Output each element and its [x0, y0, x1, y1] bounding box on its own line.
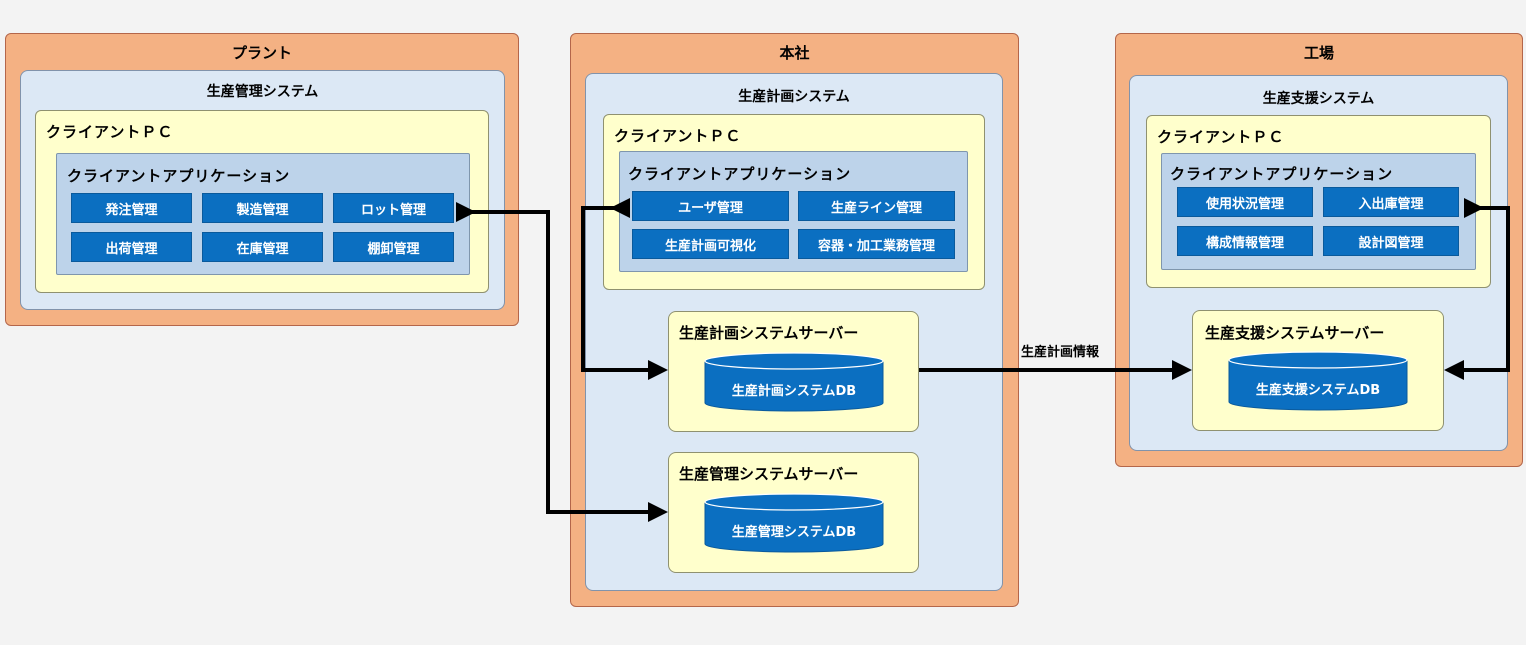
module-container-processing-management[interactable]: 容器・加工業務管理	[798, 229, 955, 259]
planning-system-db-cylinder-icon	[704, 352, 884, 412]
site-factory-title: 工場	[1303, 44, 1334, 62]
support-system-db[interactable]: 生産支援システムDB	[1228, 351, 1408, 411]
support-system-db-cylinder-icon	[1228, 351, 1408, 411]
support-system-server-title: 生産支援システムサーバー	[1205, 324, 1385, 342]
management-system-server-title: 生産管理システムサーバー	[679, 465, 859, 483]
module-configuration-info-management[interactable]: 構成情報管理	[1177, 226, 1313, 256]
hq-client-app-title: クライアントアプリケーション	[628, 165, 852, 183]
module-shipping-management[interactable]: 出荷管理	[71, 232, 192, 262]
module-stocktaking-management[interactable]: 棚卸管理	[333, 232, 454, 262]
module-lot-management[interactable]: ロット管理	[333, 193, 454, 223]
module-user-management[interactable]: ユーザ管理	[632, 191, 789, 221]
module-in-out-warehouse-management[interactable]: 入出庫管理	[1323, 187, 1459, 217]
hq-client-pc-title: クライアントＰＣ	[614, 127, 742, 145]
factory-client-app-title: クライアントアプリケーション	[1170, 165, 1394, 183]
factory-client-pc-title: クライアントＰＣ	[1157, 128, 1285, 146]
management-system-db[interactable]: 生産管理システムDB	[704, 493, 884, 553]
module-manufacturing-management[interactable]: 製造管理	[202, 193, 323, 223]
plant-client-app-title: クライアントアプリケーション	[67, 167, 291, 185]
planning-system-server-title: 生産計画システムサーバー	[679, 324, 859, 342]
site-hq-title: 本社	[779, 44, 810, 62]
system-production-planning-title: 生産計画システム	[738, 89, 850, 105]
management-system-db-label: 生産管理システムDB	[731, 525, 857, 540]
system-production-management-title: 生産管理システム	[206, 84, 319, 100]
site-plant-title: プラント	[231, 44, 292, 62]
system-production-support-title: 生産支援システム	[1262, 91, 1375, 107]
planning-system-db-label: 生産計画システムDB	[731, 384, 857, 399]
module-usage-status-management[interactable]: 使用状況管理	[1177, 187, 1313, 217]
planning-system-db[interactable]: 生産計画システムDB	[704, 352, 884, 412]
management-system-db-cylinder-icon	[704, 493, 884, 553]
module-order-management[interactable]: 発注管理	[71, 193, 192, 223]
module-inventory-management[interactable]: 在庫管理	[202, 232, 323, 262]
plant-client-pc-title: クライアントＰＣ	[46, 123, 174, 141]
planning-info-label: 生産計画情報	[1021, 345, 1100, 360]
support-system-db-label: 生産支援システムDB	[1255, 383, 1381, 398]
module-production-plan-visualization[interactable]: 生産計画可視化	[632, 229, 789, 259]
module-blueprint-management[interactable]: 設計図管理	[1323, 226, 1459, 256]
module-production-line-management[interactable]: 生産ライン管理	[798, 191, 955, 221]
